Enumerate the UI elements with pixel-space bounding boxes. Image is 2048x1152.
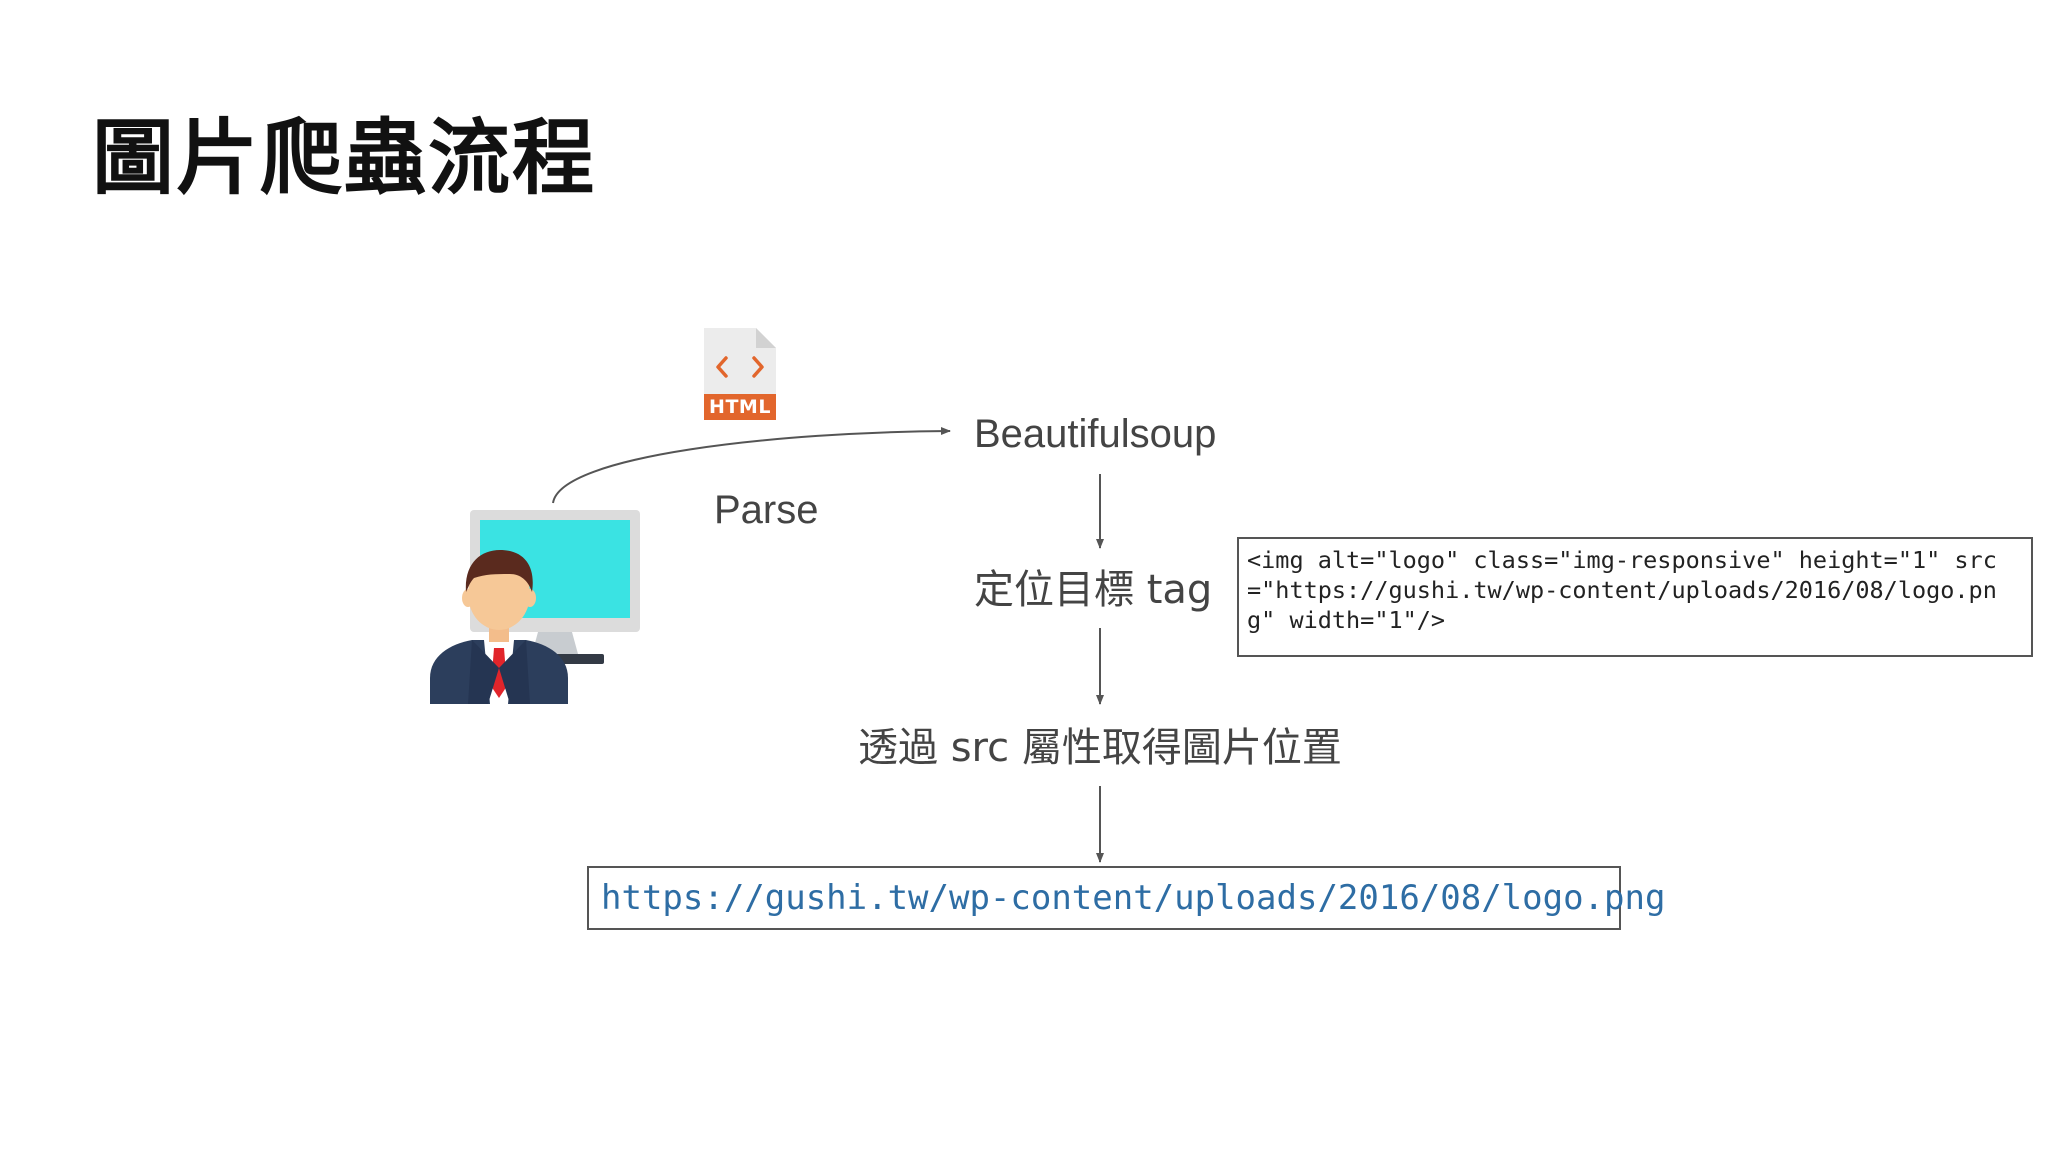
parse-curve-arrow — [552, 427, 951, 504]
src-attribute-step: 透過 src 屬性取得圖片位置 — [858, 725, 1342, 771]
result-url-box: https://gushi.tw/wp-content/uploads/2016… — [587, 866, 1665, 930]
img-tag-code-box: <img alt="logo" class="img-responsive" h… — [1237, 537, 2033, 657]
html-badge: HTML — [704, 394, 776, 420]
locate-tag-step: 定位目標 tag — [974, 567, 1213, 613]
beautifulsoup-label: Beautifulsoup — [974, 412, 1217, 456]
parse-label: Parse — [714, 488, 819, 532]
slide-title: 圖片爬蟲流程 — [92, 111, 597, 206]
user-at-computer-icon — [430, 510, 640, 704]
